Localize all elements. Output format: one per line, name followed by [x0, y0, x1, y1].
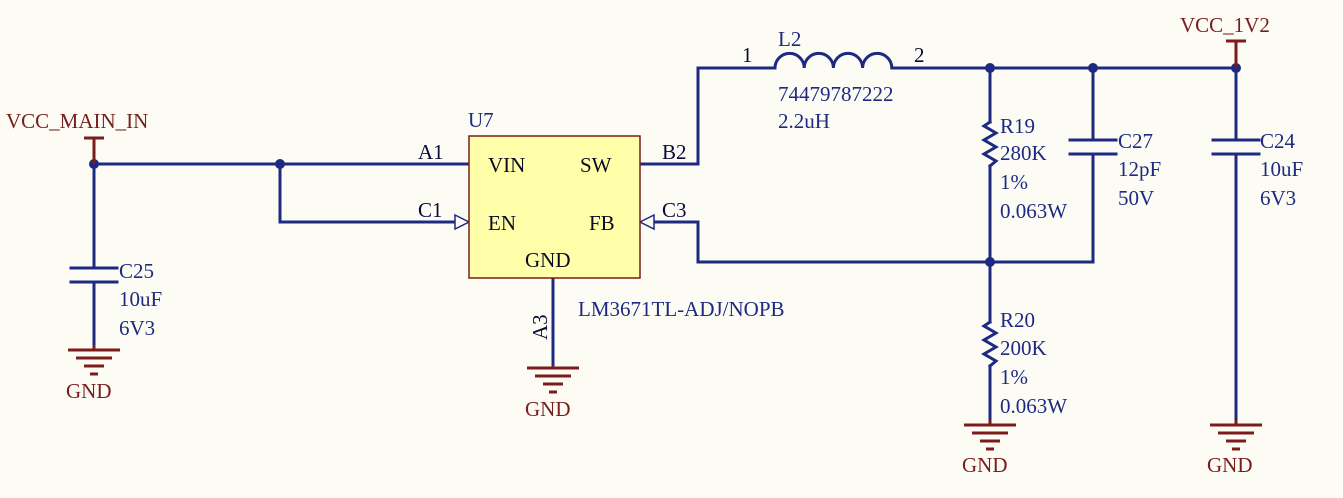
fb-input-arrow	[638, 213, 655, 231]
u7-part: LM3671TL-ADJ/NOPB	[578, 297, 785, 321]
u7-pin-fb: FB	[589, 211, 615, 235]
u7-pinnum-b2: B2	[662, 140, 687, 164]
gnd-symbol-c24[interactable]: GND	[1207, 420, 1262, 477]
wire-en-tie[interactable]	[278, 162, 457, 224]
r20-value: 200K	[1000, 336, 1047, 360]
c25-component[interactable]: C25 10uF 6V3	[69, 259, 162, 340]
c27-voltage: 50V	[1118, 186, 1154, 210]
c25-value: 10uF	[119, 287, 162, 311]
ground-icon	[964, 420, 1016, 451]
wires	[92, 66, 1238, 422]
l2-component[interactable]: 1 2 L2 74479787222 2.2uH	[742, 27, 925, 133]
r19-value: 280K	[1000, 141, 1047, 165]
l2-part: 74479787222	[778, 82, 894, 106]
u7-pinnum-c3: C3	[662, 198, 687, 222]
u7-pinnum-c1: C1	[418, 198, 443, 222]
r19-ref: R19	[1000, 114, 1035, 138]
vcc-main-in-label: VCC_MAIN_IN	[6, 109, 148, 133]
u7-ref: U7	[468, 108, 494, 132]
en-input-arrow	[454, 213, 471, 231]
ground-icon	[68, 345, 120, 376]
u7-component[interactable]: U7 VIN EN SW FB GND A1 C1 B2 C3 A3 LM367…	[418, 108, 785, 340]
vcc-1v2-port[interactable]: VCC_1V2	[1180, 13, 1270, 68]
gnd-label: GND	[66, 379, 112, 403]
r19-power: 0.063W	[1000, 199, 1067, 223]
gnd-label: GND	[1207, 453, 1253, 477]
vcc-1v2-label: VCC_1V2	[1180, 13, 1270, 37]
gnd-label: GND	[525, 397, 571, 421]
u7-pin-vin: VIN	[488, 153, 525, 177]
u7-body[interactable]	[468, 135, 641, 279]
inductor-coil[interactable]	[773, 51, 894, 70]
l2-value: 2.2uH	[778, 109, 830, 133]
ground-icon	[1210, 420, 1262, 451]
c27-ref: C27	[1118, 129, 1153, 153]
junctions	[89, 63, 1241, 267]
u7-pinnum-a3: A3	[528, 314, 552, 340]
ground-icon	[527, 365, 579, 394]
u7-pin-sw: SW	[580, 153, 612, 177]
c25-ref: C25	[119, 259, 154, 283]
gnd-symbol-c25[interactable]: GND	[66, 345, 120, 403]
c24-value: 10uF	[1260, 157, 1303, 181]
wire-fb-net[interactable]	[652, 220, 1095, 264]
junction-dot	[275, 159, 285, 169]
r20-power: 0.063W	[1000, 394, 1067, 418]
junction-dot	[985, 63, 995, 73]
u7-pin-en: EN	[488, 211, 516, 235]
junction-dot	[985, 257, 995, 267]
power-port-bar	[1226, 39, 1246, 68]
gnd-symbol-u7[interactable]: GND	[525, 365, 579, 421]
c27-value: 12pF	[1118, 157, 1161, 181]
u7-pinnum-a1: A1	[418, 140, 444, 164]
resistor-zigzag[interactable]	[981, 119, 999, 169]
c27-component[interactable]: C27 12pF 50V	[1068, 129, 1161, 210]
u7-pin-gnd: GND	[525, 248, 571, 272]
r20-ref: R20	[1000, 308, 1035, 332]
c24-voltage: 6V3	[1260, 186, 1296, 210]
l2-pin1: 1	[742, 43, 753, 67]
power-port-bar	[84, 136, 104, 164]
gnd-label: GND	[962, 453, 1008, 477]
l2-pin2: 2	[914, 43, 925, 67]
r20-component[interactable]: R20 200K 1% 0.063W	[981, 308, 1067, 418]
resistor-zigzag[interactable]	[981, 319, 999, 369]
c24-component[interactable]: C24 10uF 6V3	[1211, 129, 1303, 210]
r19-component[interactable]: R19 280K 1% 0.063W	[981, 114, 1067, 223]
c25-voltage: 6V3	[119, 316, 155, 340]
r19-tolerance: 1%	[1000, 170, 1028, 194]
l2-ref: L2	[778, 27, 801, 51]
c24-ref: C24	[1260, 129, 1296, 153]
gnd-symbol-r20[interactable]: GND	[962, 420, 1016, 477]
r20-tolerance: 1%	[1000, 365, 1028, 389]
vcc-main-in-port[interactable]: VCC_MAIN_IN	[6, 109, 148, 164]
wire-sw-net[interactable]	[638, 66, 777, 166]
junction-dot	[1088, 63, 1098, 73]
